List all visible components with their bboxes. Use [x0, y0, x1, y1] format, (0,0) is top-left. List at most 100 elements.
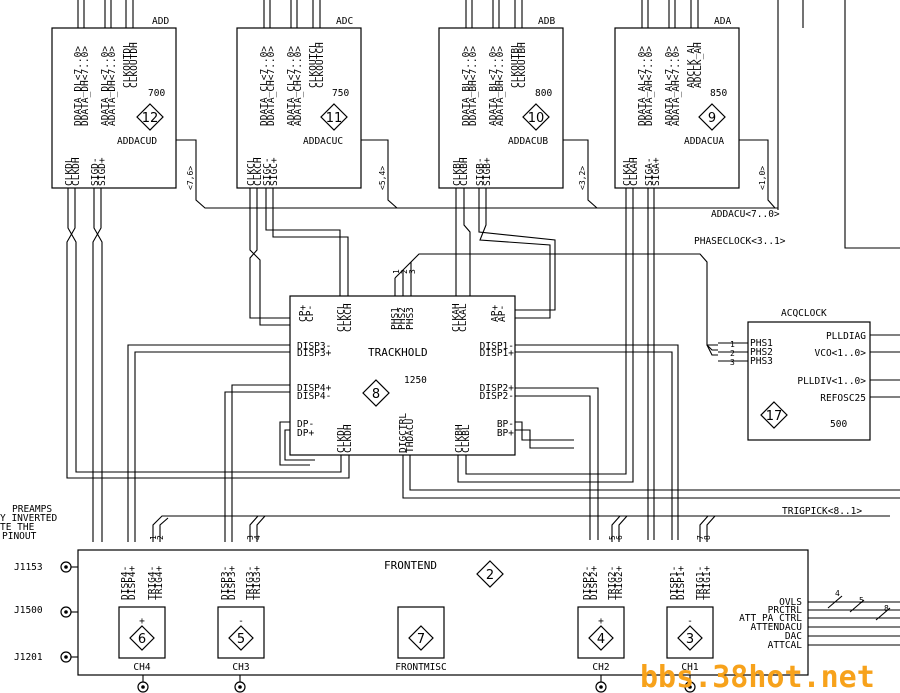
adc-ada-bus: <1,0> — [758, 166, 767, 190]
trackhold-value: 1250 — [404, 375, 427, 386]
bus-num: 5 — [859, 596, 864, 605]
frontend-name: FRONTEND — [384, 559, 437, 572]
adc-add-pin: ADATA_DH<7..0> — [107, 46, 118, 126]
adc-adb-pin: CLKOUTBH — [517, 42, 528, 88]
adc-adb-pin: DDATA_BL<7..0> — [461, 46, 472, 126]
adc-adc-ref-diamond — [320, 103, 348, 131]
adc-adc-pin: CLKOUTCH — [315, 42, 326, 88]
acqclock-pin: PLLDIV<1..0> — [797, 376, 866, 387]
adc-ada-name: ADDACUA — [684, 136, 724, 147]
phs-num: 2 — [400, 269, 409, 274]
trackhold-pin: DIGCTRL — [398, 413, 409, 453]
adc-adb-title: ADB — [538, 16, 555, 27]
adc-adc-pin: DDATA_CH<7..0> — [266, 46, 277, 126]
sub-ch3: - 5 CH3 — [217, 606, 265, 673]
acqclock-pin: REFOSC25 — [820, 393, 866, 404]
sub-ch1-sign: - — [687, 616, 693, 627]
adc-ada-pin: SIGA+ — [651, 157, 662, 186]
trackhold-pin: BP- — [497, 419, 514, 430]
frontend-out-pin: DAC — [785, 631, 802, 642]
net-addacu: ADDACU<7..0> — [711, 209, 780, 220]
adc-adb-block: ADB DDATA_BL<7..0> DDATA_BH<7..0> ADATA_… — [438, 16, 587, 190]
note-line: PREAMPS — [12, 504, 52, 515]
trackhold-pin: DISP3+ — [297, 348, 332, 359]
trackhold-pin: CLKCH — [343, 303, 354, 332]
adc-add-ref-num: 12 — [142, 111, 159, 126]
sub-ch1-diamond — [677, 625, 703, 651]
adc-adb-ref-diamond — [522, 103, 550, 131]
sub-ch3-sign: - — [238, 616, 244, 627]
adc-ada-pin: ADCLK_AH — [693, 42, 704, 88]
adc-adc-pin: DDATA_CL<7..0> — [259, 46, 270, 126]
connector-label: J1500 — [14, 605, 43, 616]
trackhold-pin: CLKDH — [343, 424, 354, 453]
adc-adc-bus: <5,4> — [378, 166, 387, 190]
trackhold-pin: CP+ — [298, 305, 309, 322]
frontend-ref-diamond — [476, 560, 504, 588]
frontend-pin: DISP4- — [120, 566, 131, 600]
net-trigpick: TRIGPICK<8..1> — [782, 506, 862, 517]
trackhold-pin: CLKAL — [458, 303, 469, 332]
adc-ada-pin: ADCLK_AL — [686, 42, 697, 88]
trackhold-pin: DISP4+ — [297, 383, 332, 394]
trig-num: 1 — [149, 535, 158, 540]
sub-ch2-diamond — [588, 625, 614, 651]
adc-ada-pin: CLKAL — [622, 157, 633, 186]
adc-add-pin: CLKDH — [71, 157, 82, 186]
adc-add-bus: <7,6> — [186, 166, 195, 190]
adc-adb-pin: DDATA_BH<7..0> — [468, 46, 479, 126]
adc-add-pin: DDATA_DL<7..0> — [73, 46, 84, 126]
adc-ada-pin: SIGA- — [644, 157, 655, 186]
adc-ada-pin: CLKAH — [629, 157, 640, 186]
frontend-pin: TRIG2+ — [614, 565, 625, 600]
trackhold-pin: DISP2+ — [480, 383, 515, 394]
adc-adc-pin: CLKCL — [246, 157, 257, 186]
acqclock-pin: VCO<1..0> — [815, 348, 867, 359]
trackhold-pin: DISP1- — [480, 341, 514, 352]
coax-connector-center-icon — [64, 655, 68, 659]
frontend-out-pin: ATTCAL — [768, 640, 803, 651]
adc-add-pin: ADATA_DL<7..0> — [100, 46, 111, 126]
acqclock-pin-num: 3 — [730, 358, 735, 367]
sub-ch4: + 6 CH4 — [118, 606, 166, 673]
adc-adc-ref-num: 11 — [326, 111, 343, 126]
adc-add-pin: SIGD- — [90, 157, 101, 186]
trackhold-pin: PHS2 — [397, 307, 408, 330]
trackhold-pin: PHS3 — [405, 307, 416, 330]
sub-ch1: - 3 CH1 — [666, 606, 714, 673]
frontend-out-pin: PRCTRL — [768, 605, 803, 616]
sub-ch3-name: CH3 — [232, 662, 249, 673]
trig-num: 5 — [608, 535, 617, 540]
adc-adc-pin: ADATA_CL<7..0> — [286, 46, 297, 126]
wires — [66, 0, 900, 683]
trackhold-pin: THDACU — [405, 418, 416, 453]
sub-ch1-num: 3 — [686, 632, 694, 647]
adc-adb-pin: SIGB- — [475, 157, 486, 186]
acqclock-name: ACQCLOCK — [781, 308, 827, 319]
trig-num: 4 — [253, 535, 262, 540]
sub-ch3-diamond — [228, 625, 254, 651]
trig-num: 7 — [696, 535, 705, 540]
trackhold-ref-diamond — [362, 379, 390, 407]
adc-adb-pin: CLKBL — [452, 157, 463, 186]
adc-add-pin: SIGD+ — [97, 157, 108, 186]
sub-frontmisc-name: FRONTMISC — [395, 662, 446, 673]
adc-add-pin: DDATA_DH<7..0> — [80, 46, 91, 126]
acqclock-pin: PLLDIAG — [826, 331, 866, 342]
preamp-note: PREAMPS Y INVERTED TE THE PINOUT — [0, 504, 57, 542]
adc-adc-pin: SIGC- — [262, 157, 273, 186]
frontend-pin: DISP2+ — [589, 565, 600, 600]
sub-ch4-name: CH4 — [133, 662, 150, 673]
net-phaseclock: PHASECLOCK<3..1> — [694, 236, 786, 247]
adc-add-ref-diamond — [136, 103, 164, 131]
acqclock-pin-num: 1 — [730, 340, 735, 349]
connectors: J1153 J1500 J1201 — [14, 561, 696, 693]
frontend-pin: DISP4+ — [127, 565, 138, 600]
adc-add-pin: CLKOUTDH — [129, 42, 140, 88]
trackhold-pin: AP- — [497, 305, 508, 322]
adc-adc-name: ADDACUC — [303, 136, 343, 147]
adc-adc-value: 750 — [332, 88, 349, 99]
adc-adc-pin: ADATA_CH<7..0> — [293, 46, 304, 126]
frontend-pin: TRIG4+ — [154, 565, 165, 600]
sub-ch4-diamond — [129, 625, 155, 651]
